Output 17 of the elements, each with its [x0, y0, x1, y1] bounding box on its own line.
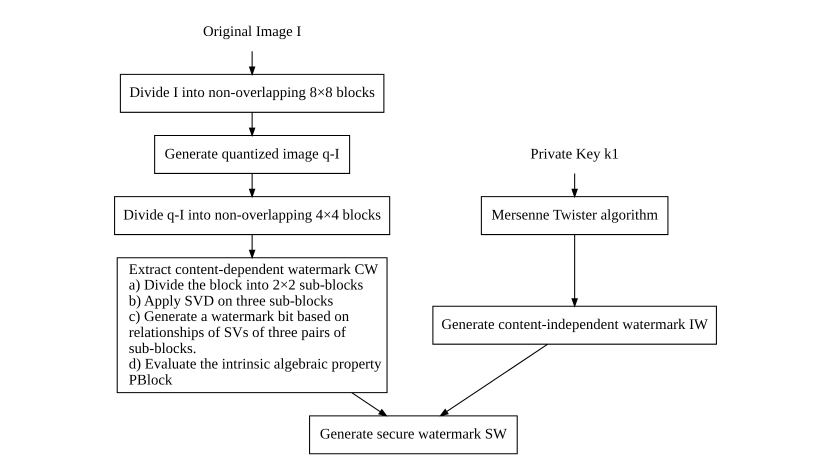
arrow — [351, 392, 388, 416]
node-box: Generate quantized image q-I — [154, 134, 350, 174]
node-box: Generate secure watermark SW — [308, 414, 518, 454]
node-box: Mersenne Twister algorithm — [480, 196, 668, 235]
node-box: Divide I into non-overlapping 8×8 blocks — [119, 73, 384, 112]
arrow — [248, 50, 255, 76]
arrow — [438, 343, 548, 416]
arrow — [570, 173, 578, 198]
arrow — [248, 112, 255, 137]
arrow — [570, 234, 578, 308]
node-text: Original Image I — [202, 24, 301, 40]
node-box: Divide q-I into non-overlapping 4×4 blocks — [114, 196, 390, 235]
node-box: Extract content-dependent watermark CW a) Divide the block into 2×2 sub-blocks b) Apply SVD on three sub-blocks c) Generate a watermark bit based on relationships of SVs of three pairs of sub-blocks. d) Evaluate the intrinsic algebraic property PBlock — [116, 256, 388, 393]
node-text: Private Key k1 — [530, 146, 618, 162]
arrow — [248, 173, 255, 198]
arrow — [248, 234, 255, 259]
node-box: Generate content-independent watermark IW — [432, 305, 716, 344]
